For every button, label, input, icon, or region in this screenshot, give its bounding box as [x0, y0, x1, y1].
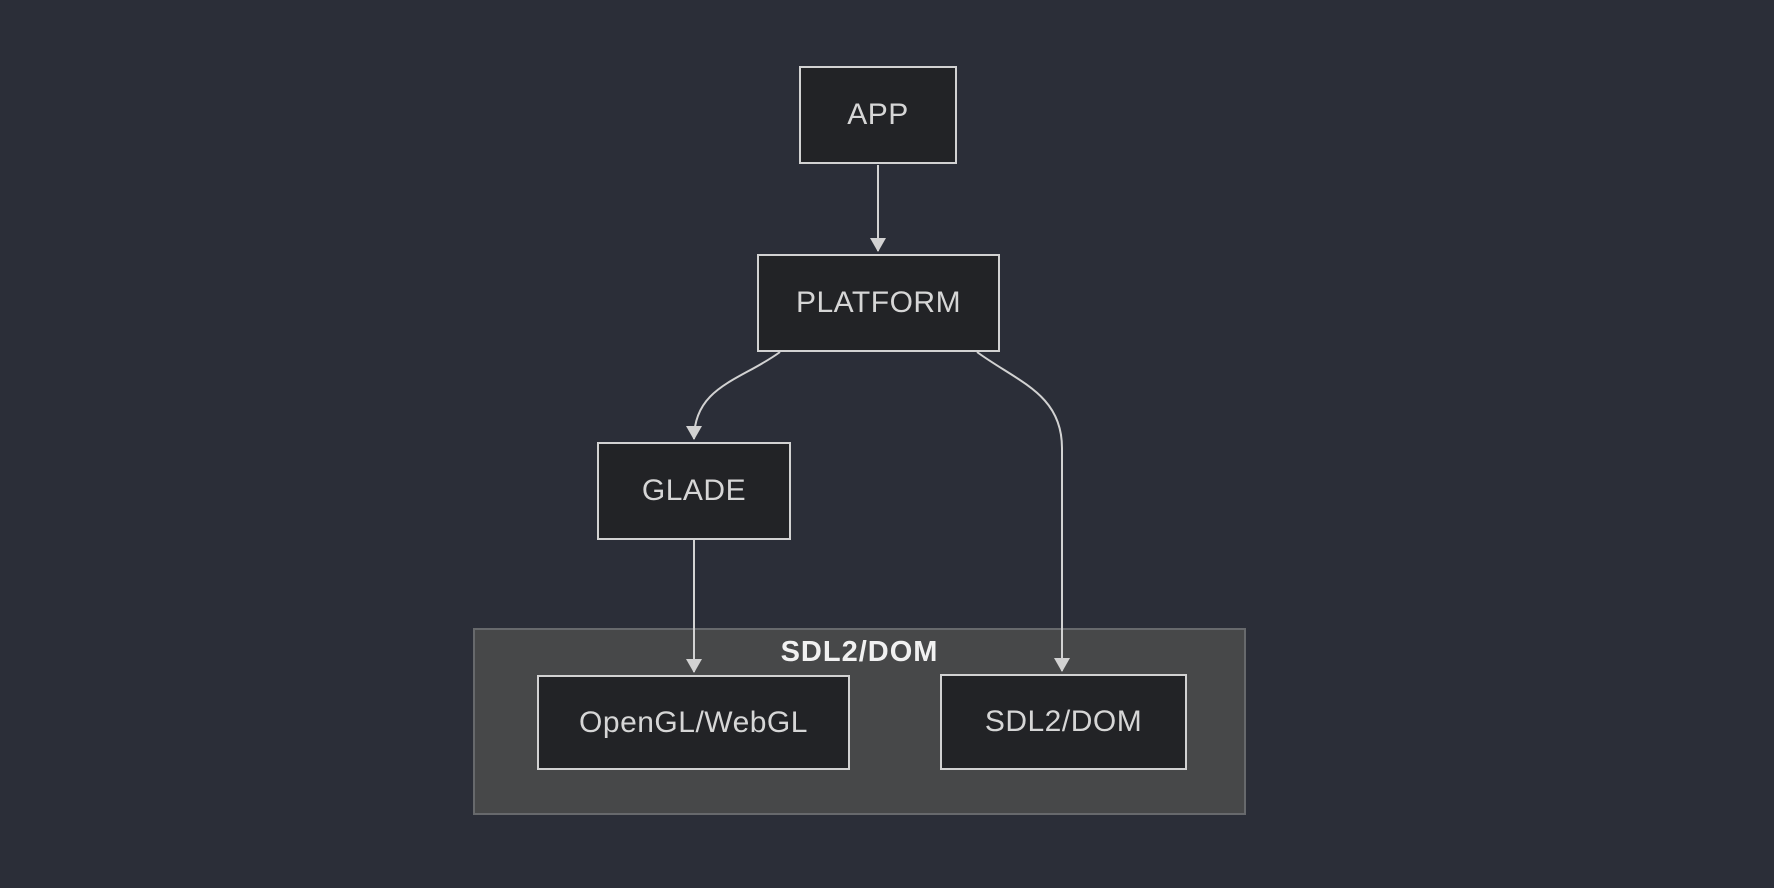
- subgraph-label: SDL2/DOM: [780, 636, 939, 668]
- node-glade-label: GLADE: [641, 474, 747, 507]
- node-platform: PLATFORM: [757, 254, 1000, 352]
- node-opengl-webgl: OpenGL/WebGL: [537, 675, 850, 770]
- node-sdl2-dom: SDL2/DOM: [940, 674, 1187, 770]
- node-app: APP: [799, 66, 957, 164]
- node-sdl2-dom-label: SDL2/DOM: [984, 705, 1143, 738]
- node-glade: GLADE: [597, 442, 791, 540]
- edge-platform-sdl2: [976, 351, 1070, 672]
- edge-platform-glade: [686, 351, 781, 440]
- node-platform-label: PLATFORM: [795, 286, 962, 319]
- node-app-label: APP: [847, 98, 909, 131]
- node-opengl-webgl-label: OpenGL/WebGL: [579, 705, 808, 739]
